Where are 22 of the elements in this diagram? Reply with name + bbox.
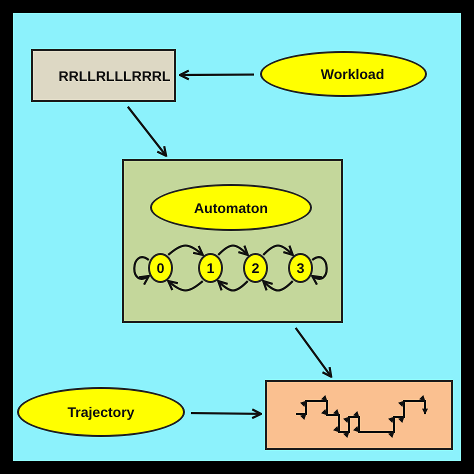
state-circle: 0 [148, 253, 173, 283]
arrow [133, 256, 150, 286]
arrow [178, 69, 254, 80]
arrow [294, 327, 332, 378]
state-circle: 2 [243, 253, 268, 283]
input-ellipse: Workload [260, 51, 427, 97]
trajectory-panel [265, 380, 453, 450]
state-circle: 3 [288, 253, 313, 283]
arrow [262, 244, 294, 256]
arrow [167, 280, 204, 292]
automaton-panel [122, 159, 343, 323]
state-circle: 1 [198, 253, 223, 283]
title-ellipse: Automaton [150, 184, 312, 231]
arrow [217, 244, 249, 256]
arrow [126, 106, 168, 157]
arrow [190, 408, 262, 420]
arrow [168, 244, 204, 256]
arrow [217, 280, 249, 292]
sequence-box: RRLLRLLLRRRL [31, 49, 176, 102]
input-ellipse: Trajectory [17, 387, 185, 437]
arrow [262, 280, 294, 292]
arrow [311, 256, 328, 286]
